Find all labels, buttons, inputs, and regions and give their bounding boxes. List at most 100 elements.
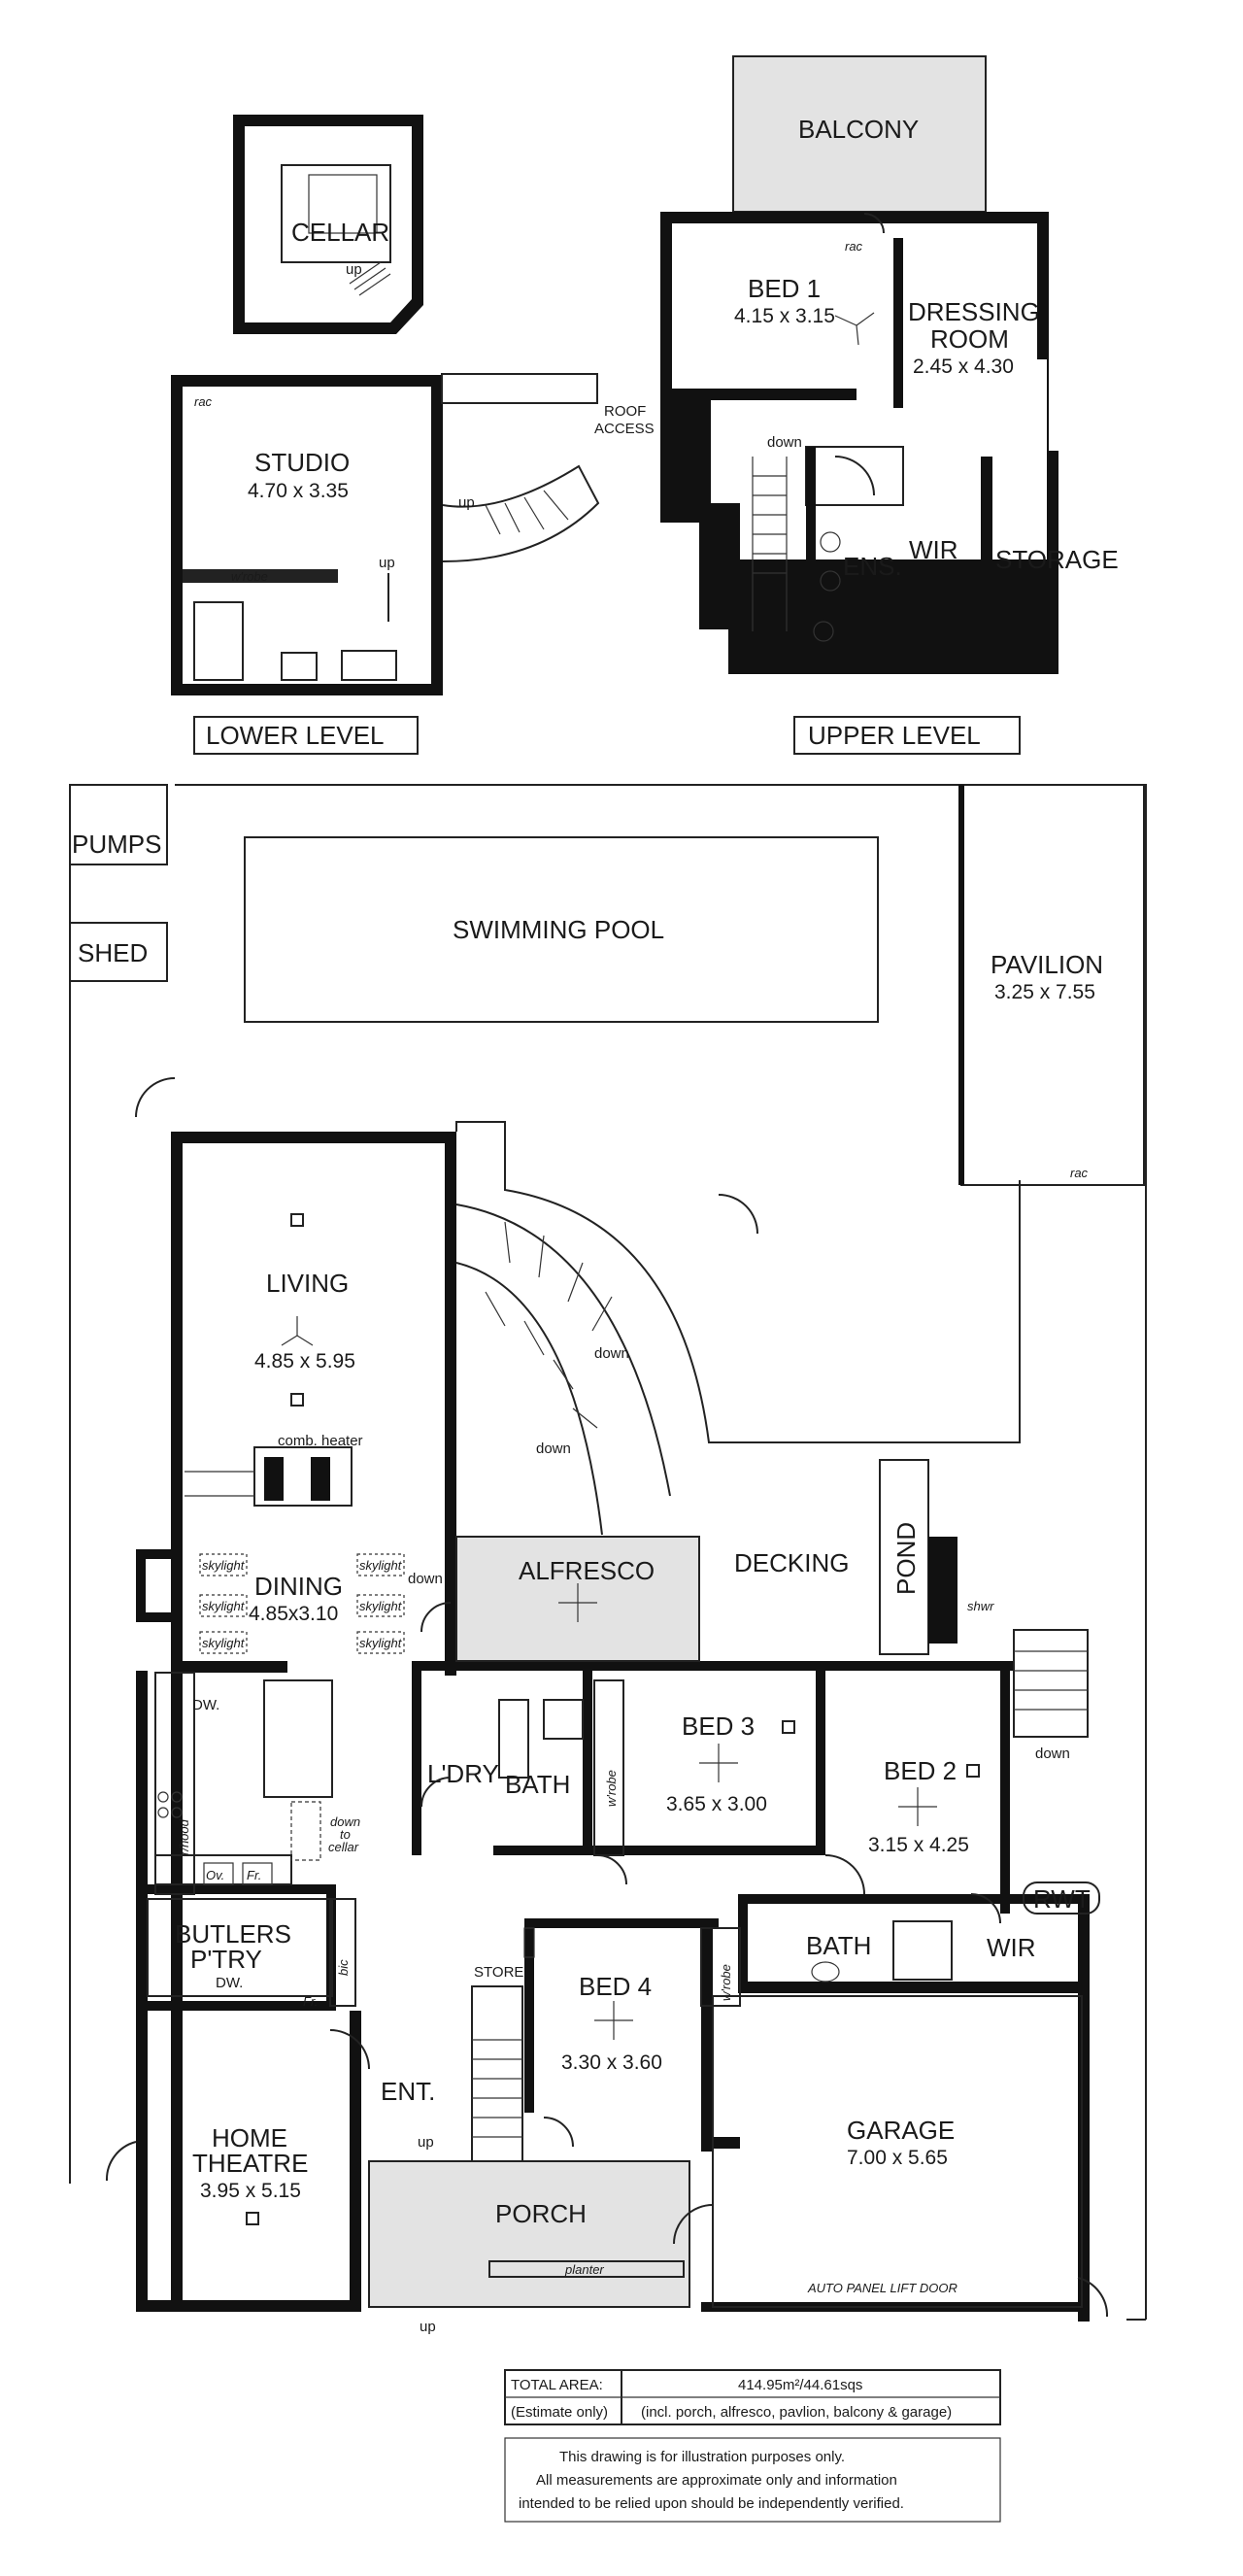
- ent-label: ENT.: [381, 2077, 435, 2106]
- porch: PORCH planter up: [368, 2160, 690, 2335]
- bed3-label: BED 3: [682, 1712, 755, 1741]
- kitchen: DW. r/hood Ov. Fr. down to cellar: [154, 1672, 360, 1895]
- skylight-label-6: skylight: [359, 1636, 403, 1650]
- swimming-pool: SWIMMING POOL: [244, 836, 879, 1023]
- living-label: LIVING: [266, 1269, 349, 1298]
- lower-level-title: LOWER LEVEL: [193, 716, 419, 755]
- home-theatre-label-2: THEATRE: [192, 2149, 308, 2178]
- disclaimer-line-1: This drawing is for illustration purpose…: [559, 2449, 845, 2465]
- garage-dimension: 7.00 x 5.65: [847, 2147, 948, 2169]
- lift-door-label: AUTO PANEL LIFT DOOR: [807, 2281, 957, 2295]
- garage: GARAGE 7.00 x 5.65 AUTO PANEL LIFT DOOR: [712, 1995, 1083, 2308]
- decking: down down DECKING POND shwr down: [455, 1121, 1089, 1762]
- bed3-dimension: 3.65 x 3.00: [666, 1793, 767, 1815]
- butlers-label-2: P'TRY: [190, 1945, 262, 1974]
- living-dining: LIVING 4.85 x 5.95 comb. heater DINING 4…: [185, 1213, 443, 1654]
- kitchen-rhood: r/hood: [177, 1818, 191, 1855]
- area-value-1: 414.95m²/44.61sqs: [738, 2377, 862, 2393]
- bath2-label: BATH: [806, 1931, 871, 1960]
- kitchen-fr: Fr.: [247, 1868, 261, 1882]
- pumps-label: PUMPS: [72, 830, 161, 859]
- studio-up: up: [379, 555, 395, 571]
- laundry-bath: L'DRY BATH w'robe: [427, 1679, 624, 1856]
- butlers-label-1: BUTLERS: [175, 1919, 291, 1949]
- disclaimer-line-2: All measurements are approximate only an…: [536, 2472, 897, 2489]
- butlers-dw: DW.: [216, 1975, 243, 1991]
- planter-label: planter: [564, 2262, 604, 2277]
- butlers-pantry: BUTLERS P'TRY DW. Fr. bic: [147, 1898, 356, 2009]
- site-boundary: PUMPS SHED: [69, 784, 1147, 2321]
- alfresco: ALFRESCO: [455, 1536, 700, 1662]
- rwt-label: RWT: [1033, 1884, 1091, 1914]
- bath2-wir: BATH WIR: [806, 1920, 1036, 1983]
- porch-label: PORCH: [495, 2199, 587, 2228]
- area-table: TOTAL AREA: (Estimate only) 414.95m²/44.…: [504, 2369, 1001, 2425]
- bed2-label: BED 2: [884, 1756, 957, 1785]
- bed4-wrobe: w'robe: [719, 1964, 733, 2001]
- balcony-label: BALCONY: [798, 115, 919, 144]
- comb-heater-label: comb. heater: [278, 1433, 363, 1449]
- area-label-1: TOTAL AREA:: [511, 2377, 603, 2393]
- storage-label: STORAGE: [995, 545, 1119, 574]
- kitchen-dw: DW.: [192, 1697, 219, 1713]
- upper-level: BALCONY BED 1 4.15 x 3.15 DRESSING ROOM …: [594, 55, 1119, 674]
- studio-label: STUDIO: [254, 448, 350, 477]
- dressing-label: DRESSING: [908, 297, 1040, 326]
- deck-down-1: down: [594, 1345, 629, 1362]
- bed1-dimension: 4.15 x 3.15: [734, 305, 835, 327]
- skylight-label-5: skylight: [359, 1599, 403, 1613]
- upper-rac-label: rac: [845, 239, 863, 254]
- pavilion-dimension: 3.25 x 7.55: [994, 981, 1095, 1003]
- upper-down-label: down: [767, 434, 802, 451]
- porch-up-label: up: [420, 2319, 436, 2335]
- upper-level-label: UPPER LEVEL: [808, 721, 981, 750]
- upper-level-title: UPPER LEVEL: [793, 716, 1021, 755]
- roof-access-label-2: ACCESS: [594, 421, 655, 437]
- skylight-label-2: skylight: [202, 1599, 246, 1613]
- down-to-cellar-2: to: [340, 1827, 351, 1842]
- dressing-dimension: 2.45 x 4.30: [913, 356, 1014, 378]
- studio-rac: rac: [194, 394, 213, 409]
- ent-up-label: up: [418, 2134, 434, 2151]
- wir2-label: WIR: [987, 1933, 1036, 1962]
- bed3: BED 3 3.65 x 3.00: [666, 1712, 795, 1815]
- bed4-label: BED 4: [579, 1972, 652, 2001]
- bic-label: bic: [336, 1959, 351, 1976]
- kitchen-ov: Ov.: [206, 1868, 224, 1882]
- bed1-label: BED 1: [748, 274, 821, 303]
- skylight-group: skylight skylight skylight skylight skyl…: [199, 1553, 405, 1654]
- down-to-cellar-1: down: [330, 1814, 360, 1829]
- pavilion: PAVILION 3.25 x 7.55 rac: [958, 784, 1145, 1186]
- down-to-cellar-3: cellar: [328, 1840, 359, 1854]
- dining-down-label: down: [408, 1571, 443, 1587]
- area-label-2: (Estimate only): [511, 2404, 608, 2421]
- home-theatre: HOME THEATRE 3.95 x 5.15 ENT. up: [192, 2077, 435, 2225]
- pool-label: SWIMMING POOL: [453, 915, 664, 944]
- alfresco-label: ALFRESCO: [519, 1556, 655, 1585]
- wir-up-label: WIR: [909, 535, 958, 564]
- studio: STUDIO 4.70 x 3.35 w'robe up up rac: [171, 373, 600, 695]
- dining-dimension: 4.85x3.10: [249, 1603, 338, 1625]
- cellar: CELLAR up: [233, 115, 423, 334]
- disclaimer: This drawing is for illustration purpose…: [504, 2437, 1001, 2523]
- bath-label: BATH: [505, 1770, 570, 1799]
- dining-label: DINING: [254, 1572, 343, 1601]
- home-theatre-dimension: 3.95 x 5.15: [200, 2180, 301, 2202]
- cellar-up-label: up: [346, 261, 362, 278]
- home-theatre-label-1: HOME: [212, 2123, 287, 2152]
- bed4-dimension: 3.30 x 3.60: [561, 2051, 662, 2074]
- bed2-dimension: 3.15 x 4.25: [868, 1834, 969, 1856]
- skylight-label-1: skylight: [202, 1558, 246, 1573]
- decking-label: DECKING: [734, 1548, 849, 1577]
- cellar-label: CELLAR: [291, 218, 389, 247]
- area-value-2: (incl. porch, alfresco, pavlion, balcony…: [641, 2404, 952, 2421]
- door-swings: [105, 1077, 1109, 2318]
- pavilion-rac: rac: [1070, 1166, 1089, 1180]
- bed4: BED 4 3.30 x 3.60 w'robe STORE: [471, 1927, 741, 2172]
- studio-wrobe: w'robe: [231, 569, 268, 584]
- deck-down-2: down: [536, 1441, 571, 1457]
- roof-access-label-1: ROOF: [604, 403, 646, 420]
- skylight-label-4: skylight: [359, 1558, 403, 1573]
- lower-level-label: LOWER LEVEL: [206, 721, 385, 750]
- dressing-label-2: ROOM: [930, 324, 1009, 354]
